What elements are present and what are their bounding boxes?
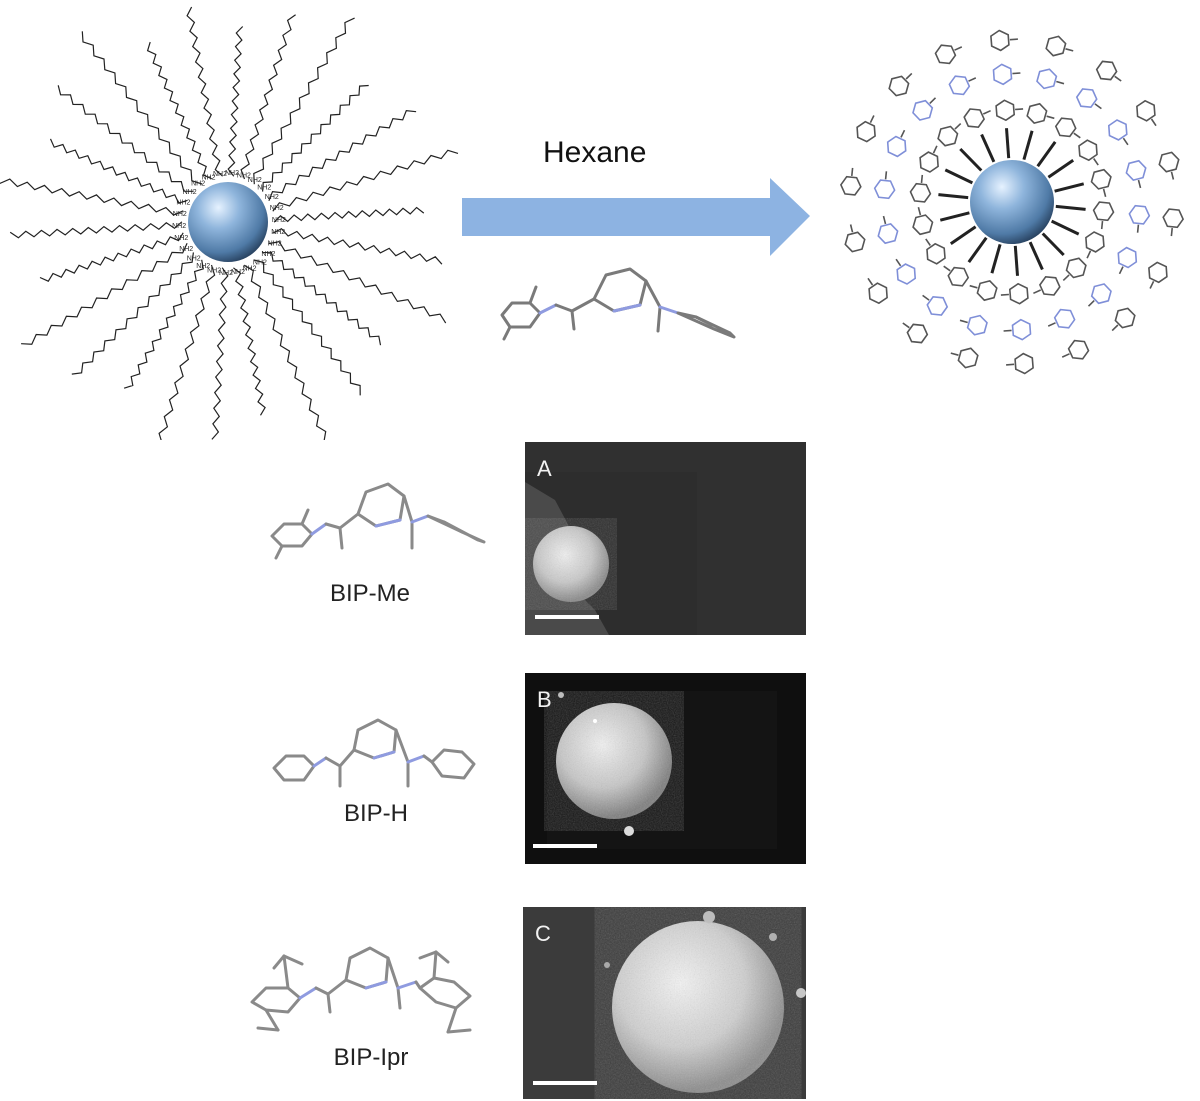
alkyl-chain xyxy=(57,85,194,192)
bip-ligand xyxy=(934,44,996,163)
ligand-label-bip-h: BIP-H xyxy=(343,800,408,827)
amine-label: NH2 xyxy=(265,194,279,201)
amine-label: NH2 xyxy=(261,251,275,258)
bip-ligand xyxy=(1022,35,1074,161)
alkyl-chain xyxy=(233,267,266,416)
alkyl-chain xyxy=(243,264,327,440)
ligand-label-bip-me: BIP-Me xyxy=(329,580,410,607)
bip-ligand xyxy=(1036,60,1122,168)
alkyl-chain xyxy=(211,267,229,440)
alkyl-chain xyxy=(262,251,382,346)
bip-ligand xyxy=(1055,201,1185,237)
bip-ligand xyxy=(1041,232,1136,332)
bip-ligand xyxy=(856,115,974,185)
bip-ligand xyxy=(839,167,969,203)
amine-label: NH2 xyxy=(271,229,285,236)
amine-label: NH2 xyxy=(207,268,221,275)
alkyl-chain xyxy=(272,149,459,212)
amine-label: NH2 xyxy=(272,217,286,224)
bip-ligand-shell xyxy=(839,29,1185,375)
alkyl-chain xyxy=(71,252,194,375)
solvent-label: Hexane xyxy=(543,136,647,169)
scale-bar-c xyxy=(533,1081,597,1085)
alkyl-chain xyxy=(81,31,203,185)
amine-label: NH2 xyxy=(213,171,227,178)
bip-ligand xyxy=(1000,245,1034,375)
bip-ligand xyxy=(888,72,983,172)
amine-label: NH2 xyxy=(248,177,262,184)
amine-labels: NH2NH2NH2NH2NH2NH2NH2NH2NH2NH2NH2NH2NH2N… xyxy=(172,170,286,277)
amine-label: NH2 xyxy=(183,189,197,196)
nanoparticle-sphere xyxy=(188,182,268,262)
alkyl-chain xyxy=(240,14,296,180)
amine-label: NH2 xyxy=(176,200,190,207)
scale-bar-a xyxy=(535,615,599,619)
amine-label: NH2 xyxy=(173,211,187,218)
bip-ligand xyxy=(950,243,1002,369)
bip-ligand xyxy=(844,207,970,253)
alkyl-chain xyxy=(268,109,417,202)
amine-label: NH2 xyxy=(187,255,201,262)
amine-label: NH2 xyxy=(191,181,205,188)
alkyl-chain xyxy=(272,227,443,265)
amine-label: NH2 xyxy=(225,170,239,177)
amine-label: NH2 xyxy=(174,235,188,242)
amine-label: NH2 xyxy=(196,263,210,270)
alkyl-chain xyxy=(253,17,355,185)
reaction-arrow xyxy=(462,178,810,256)
bip-capped-nanoparticle xyxy=(839,29,1185,375)
alkyl-chain xyxy=(273,206,425,223)
amine-label: NH2 xyxy=(202,174,216,181)
bip-h-molecule xyxy=(272,718,476,788)
alkyl-chain xyxy=(146,41,213,180)
bip-ligand xyxy=(1054,151,1180,197)
alkyl-chains xyxy=(0,6,459,440)
scale-bar-b xyxy=(533,844,597,848)
alkyl-chain xyxy=(227,26,244,177)
alkyl-chain xyxy=(158,264,216,440)
sem-image-a xyxy=(525,442,806,635)
alkyl-chain xyxy=(268,241,447,324)
bip-ligand xyxy=(902,236,988,344)
amine-label: NH2 xyxy=(268,241,282,248)
bip-ligand xyxy=(867,225,977,305)
alkyl-chain xyxy=(49,138,188,204)
amine-label: NH2 xyxy=(257,185,271,192)
sem-panel-a: A xyxy=(525,442,806,635)
panel-letter-c: C xyxy=(535,921,551,946)
amine-capped-nanoparticle: NH2NH2NH2NH2NH2NH2NH2NH2NH2NH2NH2NH2NH2N… xyxy=(0,6,459,440)
bip-ligand xyxy=(1028,241,1090,360)
sem-image-c xyxy=(523,907,806,1099)
panel-letter-b: B xyxy=(537,687,552,712)
bip-ligand xyxy=(1050,219,1168,289)
amine-label: NH2 xyxy=(243,266,257,273)
bip-ligand xyxy=(1047,99,1157,179)
panel-letter-a: A xyxy=(537,456,552,481)
bip-me-molecule xyxy=(270,482,486,560)
sem-panel-b: B xyxy=(525,673,806,864)
alkyl-chain xyxy=(186,6,224,177)
alkyl-chain xyxy=(21,242,188,345)
amine-label: NH2 xyxy=(237,172,251,179)
nanoparticle-sphere xyxy=(970,160,1054,244)
amine-label: NH2 xyxy=(270,205,284,212)
alkyl-chain xyxy=(262,84,369,192)
alkyl-chain xyxy=(0,178,184,216)
amine-label: NH2 xyxy=(179,246,193,253)
bip-ligand xyxy=(990,29,1024,159)
bip-me-molecule-reagent xyxy=(500,267,736,341)
alkyl-chain xyxy=(253,259,361,396)
amine-label: NH2 xyxy=(172,223,186,230)
amine-label: NH2 xyxy=(253,259,267,266)
amine-label: NH2 xyxy=(219,270,233,277)
alkyl-chain xyxy=(123,259,204,389)
alkyl-chain xyxy=(9,221,183,239)
sem-panel-c: C xyxy=(523,907,806,1099)
bip-ipr-molecule xyxy=(250,946,472,1034)
ligand-label-bip-ipr: BIP-Ipr xyxy=(333,1044,409,1071)
sem-image-b xyxy=(525,673,806,864)
amine-label: NH2 xyxy=(231,269,245,276)
alkyl-chain xyxy=(39,232,184,282)
